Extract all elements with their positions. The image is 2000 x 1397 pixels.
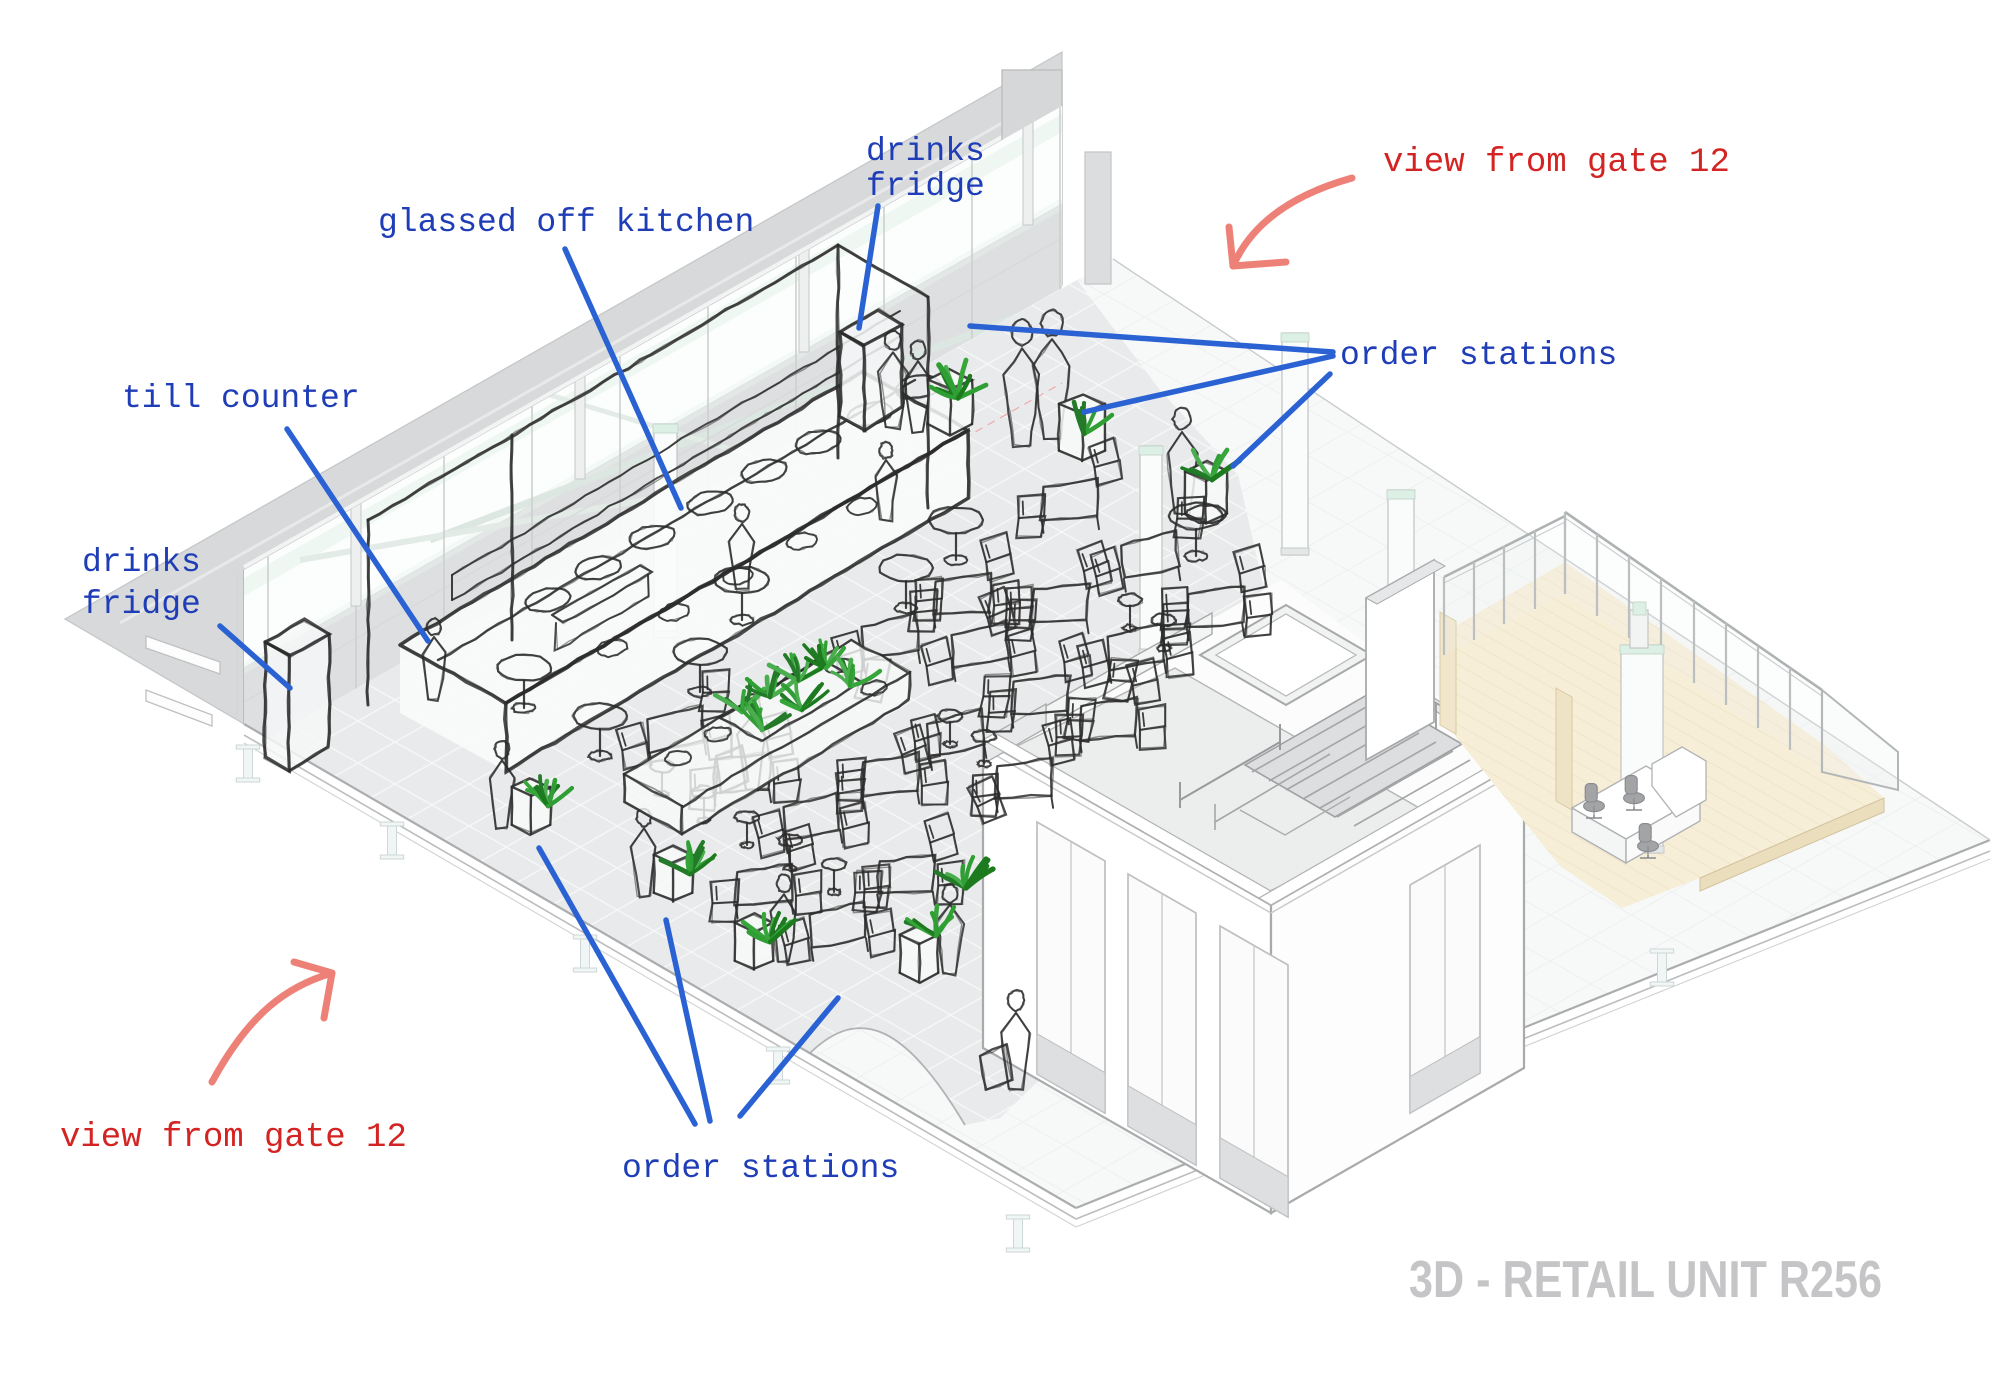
svg-text:view from gate 12: view from gate 12 [60, 1119, 407, 1157]
svg-text:order stations: order stations [1340, 337, 1617, 374]
svg-text:fridge: fridge [866, 168, 985, 205]
svg-text:view from gate 12: view from gate 12 [1383, 144, 1730, 182]
svg-text:order stations: order stations [622, 1150, 899, 1187]
svg-text:3D - RETAIL UNIT R256: 3D - RETAIL UNIT R256 [1409, 1251, 1882, 1309]
svg-text:drinks: drinks [82, 544, 201, 581]
svg-text:glassed off kitchen: glassed off kitchen [378, 204, 754, 241]
svg-text:till counter: till counter [122, 380, 360, 417]
svg-text:fridge: fridge [82, 586, 201, 623]
svg-text:drinks: drinks [866, 133, 985, 170]
